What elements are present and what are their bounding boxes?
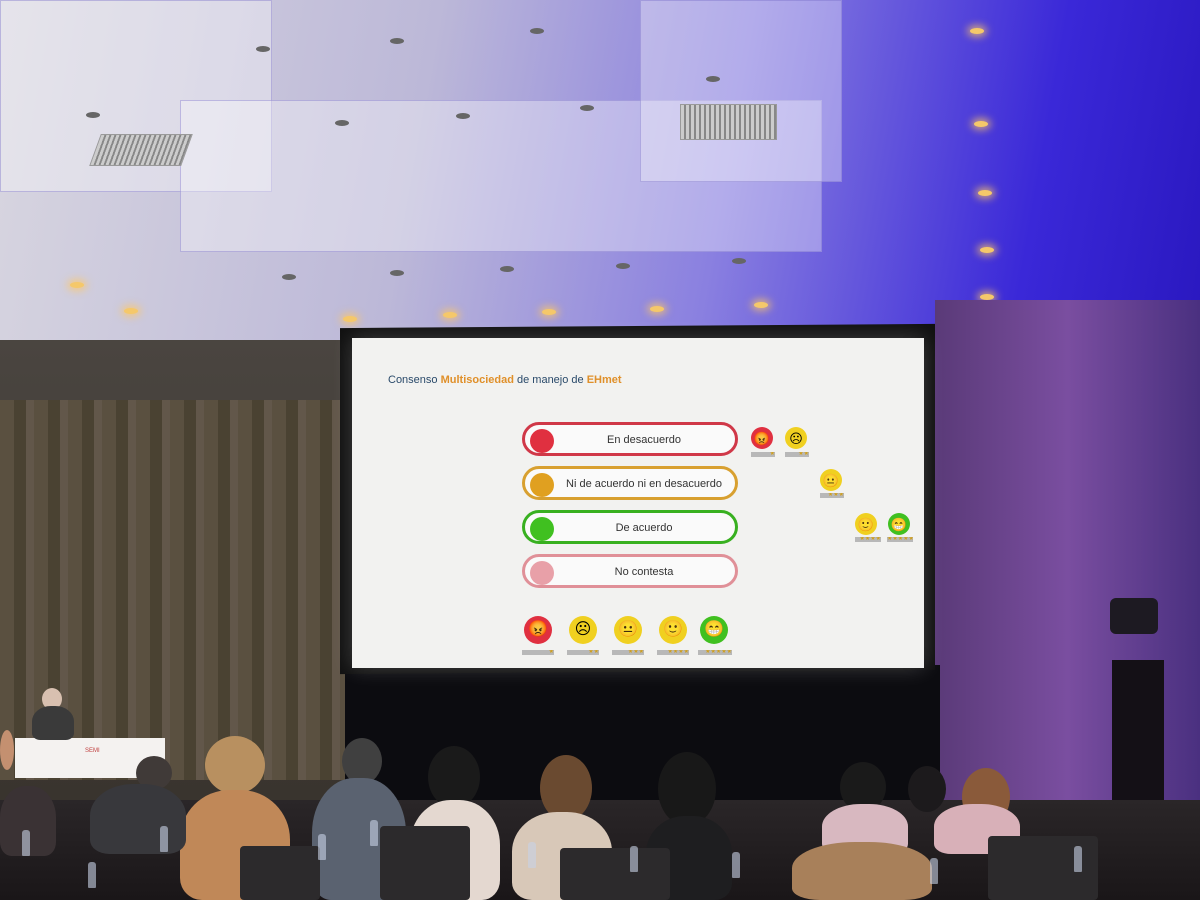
ceiling-panel — [640, 0, 842, 182]
ceiling-light — [390, 270, 404, 276]
ceiling-light — [970, 28, 984, 34]
neutral-face-icon: 😐 — [614, 616, 642, 644]
title-text: de manejo de — [513, 374, 587, 386]
rating-stars: ★★★★★ — [698, 650, 732, 655]
ceiling-light — [542, 309, 556, 315]
option-agree: De acuerdo — [522, 510, 738, 544]
stage-spotlight — [1110, 598, 1158, 634]
smile-face-icon: 🙂 — [659, 616, 687, 644]
water-bottle — [630, 846, 638, 872]
ceiling-light — [282, 274, 296, 280]
water-bottle — [318, 834, 326, 860]
ceiling-light — [530, 28, 544, 34]
title-highlight: EHmet — [586, 374, 622, 386]
angry-face-icon: 😡 — [524, 616, 552, 644]
projected-slide: Consenso Multisociedad de manejo de EHme… — [352, 338, 924, 668]
ceiling-light — [650, 306, 664, 312]
status-dot — [530, 473, 554, 497]
chair — [380, 826, 470, 900]
option-label: Ni de acuerdo ni en desacuerdo — [566, 478, 722, 490]
ceiling-vent — [680, 104, 777, 140]
audience-head — [840, 762, 886, 812]
ceiling-light — [124, 308, 138, 314]
audience-head — [908, 766, 946, 812]
ceiling-light — [616, 263, 630, 269]
option-neutral: Ni de acuerdo ni en desacuerdo — [522, 466, 738, 500]
ceiling-light — [978, 190, 992, 196]
ceiling-vent — [89, 134, 193, 166]
rating-stars: ★★★★★ — [887, 537, 913, 542]
ceiling-light — [443, 312, 457, 318]
grin-face-icon: 😁 — [888, 513, 910, 535]
ceiling-light — [343, 316, 357, 322]
water-bottle — [88, 862, 96, 888]
rating-stars: ★★★ — [820, 493, 844, 498]
water-bottle — [930, 858, 938, 884]
option-disagree: En desacuerdo — [522, 422, 738, 456]
audience-head — [205, 736, 265, 794]
sad-face-icon: ☹ — [785, 427, 807, 449]
speaker-head — [42, 688, 62, 710]
audience-head — [428, 746, 480, 808]
ceiling-light — [500, 266, 514, 272]
rating-stars: ★★★ — [612, 650, 644, 655]
option-label: En desacuerdo — [607, 434, 681, 446]
option-label: De acuerdo — [615, 522, 673, 534]
water-bottle — [1074, 846, 1082, 872]
status-dot — [530, 561, 554, 585]
ceiling-light — [70, 282, 84, 288]
rating-stars: ★★ — [567, 650, 599, 655]
panel-table-logo: SEMI — [85, 748, 100, 754]
chair — [240, 846, 320, 900]
rating-stars: ★★★★ — [657, 650, 689, 655]
audience-head — [342, 738, 382, 784]
neutral-face-icon: 😐 — [820, 469, 842, 491]
title-text: Consenso — [388, 374, 441, 386]
ceiling-light — [86, 112, 100, 118]
angry-face-icon: 😡 — [751, 427, 773, 449]
option-label: No contesta — [614, 566, 674, 578]
grin-face-icon: 😁 — [700, 616, 728, 644]
ceiling-light — [390, 38, 404, 44]
water-bottle — [22, 830, 30, 856]
rating-stars: ★ — [522, 650, 554, 655]
slide-title: Consenso Multisociedad de manejo de EHme… — [388, 374, 622, 386]
sad-face-icon: ☹ — [569, 616, 597, 644]
status-dot — [530, 429, 554, 453]
rating-stars: ★★ — [785, 452, 809, 457]
ceiling — [0, 0, 1200, 340]
water-bottle — [732, 852, 740, 878]
water-bottle — [160, 826, 168, 852]
ceiling-light — [980, 247, 994, 253]
ceiling-light — [706, 76, 720, 82]
ceiling-light — [335, 120, 349, 126]
ceiling-light — [980, 294, 994, 300]
audience-member — [792, 842, 932, 900]
speaker — [32, 706, 74, 740]
ceiling-light — [256, 46, 270, 52]
status-dot — [530, 517, 554, 541]
ceiling-light — [974, 121, 988, 127]
title-highlight: Multisociedad — [440, 374, 514, 386]
option-no-answer: No contesta — [522, 554, 738, 588]
audience-member — [90, 784, 186, 854]
audience-head — [658, 752, 716, 826]
audience-head — [540, 755, 592, 821]
ceiling-light — [456, 113, 470, 119]
water-bottle — [370, 820, 378, 846]
chair — [560, 848, 670, 900]
audience-head — [0, 730, 14, 770]
rating-stars: ★★★★ — [855, 537, 881, 542]
ceiling-light — [754, 302, 768, 308]
smile-face-icon: 🙂 — [855, 513, 877, 535]
ceiling-light — [732, 258, 746, 264]
water-bottle — [528, 842, 536, 868]
ceiling-light — [580, 105, 594, 111]
rating-stars: ★ — [751, 452, 775, 457]
